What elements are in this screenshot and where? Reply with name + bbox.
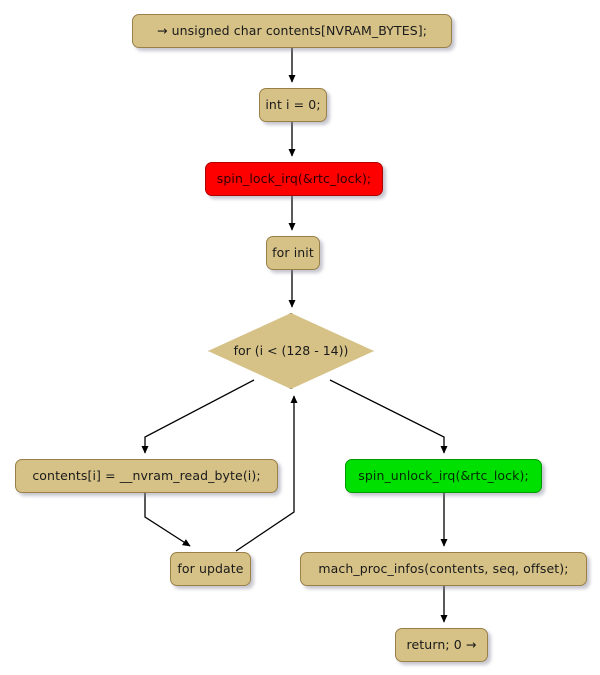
node-return-label: return; 0 →: [406, 636, 477, 652]
node-spin-lock-label: spin_lock_irq(&rtc_lock);: [216, 170, 372, 186]
node-mach-proc-infos-label: mach_proc_infos(contents, seq, offset);: [318, 560, 569, 576]
node-entry-label: → unsigned char contents[NVRAM_BYTES];: [156, 22, 428, 38]
node-for-init[interactable]: for init: [266, 236, 320, 270]
node-return[interactable]: return; 0 →: [395, 628, 488, 662]
node-init-i[interactable]: int i = 0;: [259, 88, 327, 122]
node-for-init-label: for init: [272, 244, 314, 260]
node-for-condition[interactable]: for (i < (128 - 14)): [208, 313, 374, 389]
node-for-update-label: for update: [177, 560, 244, 576]
node-read-byte-label: contents[i] = __nvram_read_byte(i);: [32, 467, 261, 483]
node-read-byte[interactable]: contents[i] = __nvram_read_byte(i);: [15, 459, 278, 493]
node-for-condition-label: for (i < (128 - 14)): [233, 342, 349, 358]
node-entry[interactable]: → unsigned char contents[NVRAM_BYTES];: [132, 14, 452, 48]
node-spin-lock[interactable]: spin_lock_irq(&rtc_lock);: [205, 162, 383, 196]
node-spin-unlock-label: spin_unlock_irq(&rtc_lock);: [358, 467, 529, 483]
node-spin-unlock[interactable]: spin_unlock_irq(&rtc_lock);: [345, 459, 542, 493]
edge-readbyte-to-forupdate: [144, 493, 191, 547]
edge-decision-to-readbyte: [141, 379, 255, 454]
node-init-i-label: int i = 0;: [265, 96, 321, 112]
node-for-update[interactable]: for update: [170, 552, 251, 586]
edge-decision-to-spinunlock: [329, 379, 448, 454]
node-mach-proc-infos[interactable]: mach_proc_infos(contents, seq, offset);: [300, 552, 587, 586]
